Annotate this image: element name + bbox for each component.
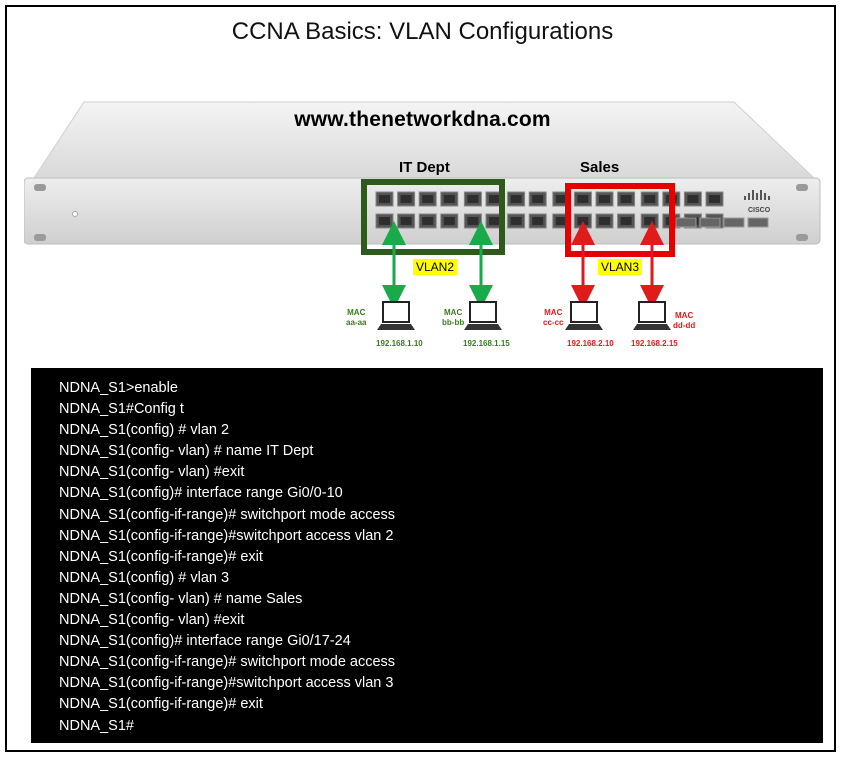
host-ip-label: 192.168.2.10	[567, 339, 614, 348]
mac-address: dd-dd	[673, 321, 696, 330]
command-line: NDNA_S1(config-if-range)#switchport acce…	[59, 675, 394, 692]
it-dept-label: IT Dept	[399, 159, 450, 176]
mac-caption: MAC	[544, 308, 563, 317]
it-dept-port-box	[361, 179, 505, 255]
port-socket	[644, 195, 656, 203]
sales-port-box	[565, 183, 675, 257]
command-line: NDNA_S1(config) # vlan 3	[59, 569, 230, 586]
page-title: CCNA Basics: VLAN Configurations	[231, 18, 614, 45]
connection-layer	[377, 221, 671, 330]
command-line: NDNA_S1(config- vlan) # name Sales	[59, 590, 303, 607]
cisco-logo-icon	[744, 190, 770, 200]
sales-label: Sales	[580, 159, 620, 176]
host-ip-label: 192.168.2.15	[631, 339, 678, 348]
brand-label: CISCO	[748, 207, 771, 214]
sfp-port	[747, 217, 769, 228]
mount-hole	[796, 234, 808, 241]
command-line: NDNA_S1(config)# interface range Gi0/0-1…	[59, 485, 343, 502]
sfp-port	[699, 217, 721, 228]
port-socket	[379, 195, 390, 203]
port-socket	[443, 217, 455, 225]
port-socket	[532, 217, 544, 225]
command-line: NDNA_S1(config-if-range)#switchport acce…	[59, 527, 394, 544]
host-mac-label: MAC aa-aa	[346, 308, 366, 328]
host-ip-label: 192.168.1.15	[463, 339, 510, 348]
host-ip-label: 192.168.1.10	[376, 339, 423, 348]
sfp-port	[723, 217, 745, 228]
sfp-port	[675, 217, 697, 228]
command-line: NDNA_S1(config-if-range)# switchport mod…	[59, 506, 396, 523]
command-line: NDNA_S1(config- vlan) #exit	[59, 464, 245, 481]
host-mac-label: MAC dd-dd	[673, 311, 695, 331]
port-socket	[489, 217, 500, 225]
mount-hole	[34, 184, 46, 191]
command-line: NDNA_S1(config- vlan) #exit	[59, 612, 245, 629]
port-socket	[555, 195, 567, 203]
port-socket	[532, 195, 544, 203]
port-socket	[400, 217, 412, 225]
command-line: NDNA_S1#Config t	[59, 401, 184, 418]
port-socket	[620, 195, 632, 203]
command-line: NDNA_S1(config-if-range)# exit	[59, 696, 263, 713]
mac-address: cc-cc	[543, 318, 564, 327]
port-socket	[422, 217, 434, 225]
port-socket	[510, 217, 522, 225]
sfp-block	[675, 217, 769, 228]
port-socket	[709, 195, 720, 203]
vlan2-label: VLAN2	[413, 259, 458, 275]
port-socket	[687, 195, 699, 203]
mac-caption: MAC	[347, 308, 366, 317]
port-socket	[489, 195, 500, 203]
port-socket	[467, 195, 479, 203]
port-socket	[443, 195, 455, 203]
mac-address: aa-aa	[346, 318, 367, 327]
mount-hole	[796, 184, 808, 191]
command-line: NDNA_S1(config-if-range)# switchport mod…	[59, 654, 396, 671]
port-socket	[510, 195, 522, 203]
mac-caption: MAC	[675, 311, 694, 320]
command-line: NDNA_S1(config-if-range)# exit	[59, 548, 263, 565]
vlan3-label: VLAN3	[598, 259, 643, 275]
port-socket	[555, 217, 567, 225]
laptop-icon	[633, 301, 671, 330]
mac-address: bb-bb	[442, 318, 465, 327]
command-line: NDNA_S1(config) # vlan 2	[59, 422, 230, 439]
port-socket	[599, 195, 610, 203]
outer-frame	[5, 5, 836, 752]
command-line: NDNA_S1#	[59, 717, 134, 734]
laptop-icon	[464, 301, 502, 330]
website-url: www.thenetworkdna.com	[294, 108, 551, 131]
power-led	[72, 211, 78, 217]
host-mac-label: MAC cc-cc	[543, 308, 563, 328]
command-line: NDNA_S1(config)# interface range Gi0/17-…	[59, 633, 351, 650]
command-line: NDNA_S1(config- vlan) # name IT Dept	[59, 443, 314, 460]
port-socket	[422, 195, 434, 203]
mount-hole	[34, 234, 46, 241]
port-socket	[577, 195, 589, 203]
command-line: NDNA_S1>enable	[59, 380, 178, 396]
port-socket	[599, 217, 610, 225]
mac-caption: MAC	[444, 308, 463, 317]
laptop-icon	[565, 301, 603, 330]
port-socket	[400, 195, 412, 203]
host-mac-label: MAC bb-bb	[442, 308, 464, 328]
port-socket	[620, 217, 632, 225]
laptop-icon	[377, 301, 415, 330]
